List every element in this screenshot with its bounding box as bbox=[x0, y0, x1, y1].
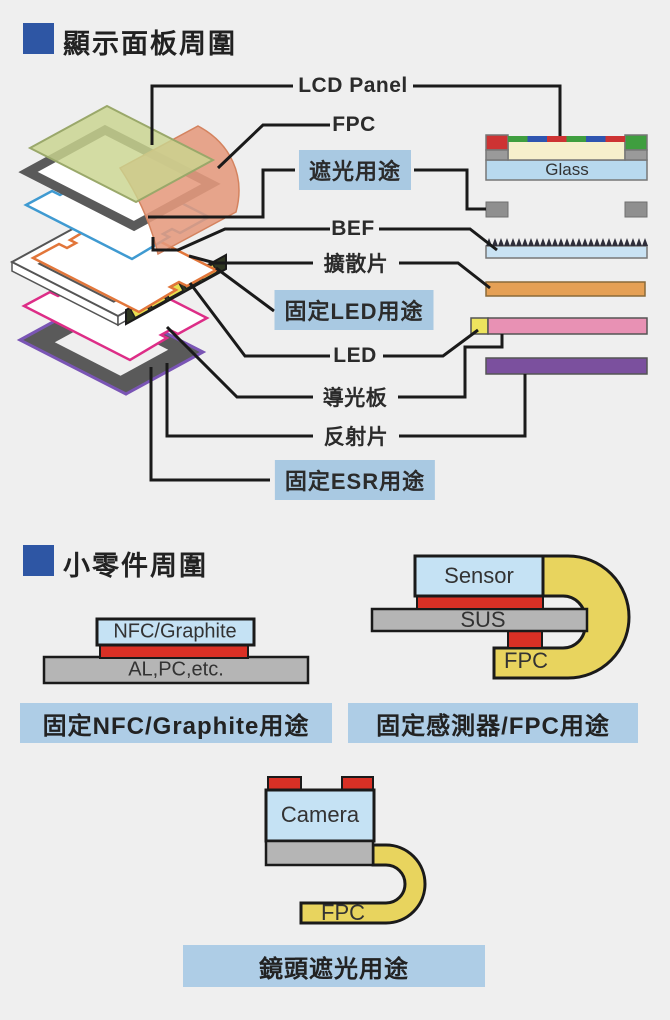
camera-diagram bbox=[264, 776, 427, 925]
label-sensor-fpc: FPC bbox=[504, 648, 548, 673]
bef-bar bbox=[485, 238, 648, 259]
section-parts-title: 小零件周圍 bbox=[63, 551, 208, 581]
shading-tape-pieces bbox=[485, 201, 648, 218]
label-nfc-graphite: NFC/Graphite bbox=[113, 620, 237, 643]
label-fpc: FPC bbox=[332, 113, 376, 136]
label-led-fix-use: 固定LED用途 bbox=[274, 290, 434, 330]
reflector-bar bbox=[485, 357, 648, 375]
label-led: LED bbox=[333, 344, 377, 367]
section-parts-marker bbox=[23, 545, 54, 576]
label-shading-use: 遮光用途 bbox=[298, 150, 412, 190]
label-camera: Camera bbox=[280, 802, 360, 827]
label-bef: BEF bbox=[331, 217, 375, 240]
section-display-title: 顯示面板周圍 bbox=[63, 29, 237, 59]
nfc-diagram bbox=[42, 617, 310, 685]
connector-lines bbox=[148, 84, 562, 482]
exploded-stack bbox=[9, 104, 240, 396]
light-guide-bar bbox=[470, 317, 648, 335]
label-reflector: 反射片 bbox=[323, 426, 389, 449]
section-display-marker bbox=[23, 23, 54, 54]
color-filter-strip bbox=[508, 136, 625, 142]
camera-fpc-shape bbox=[299, 843, 427, 925]
lcd-cross-section bbox=[485, 134, 648, 181]
caption-sensor: 固定感測器/FPC用途 bbox=[348, 703, 638, 743]
diffuser-layer bbox=[30, 214, 219, 314]
label-lcd-panel: LCD Panel bbox=[298, 74, 408, 97]
caption-camera: 鏡頭遮光用途 bbox=[183, 945, 485, 987]
caption-nfc: 固定NFC/Graphite用途 bbox=[20, 703, 332, 743]
label-diffuser: 擴散片 bbox=[323, 253, 389, 276]
lcd-panel-layer bbox=[27, 104, 216, 204]
label-sus: SUS bbox=[460, 607, 506, 632]
label-esr-fix-use: 固定ESR用途 bbox=[274, 460, 436, 500]
label-glass: Glass bbox=[545, 160, 589, 179]
label-al-pc-etc: AL,PC,etc. bbox=[128, 658, 224, 681]
diffuser-bar bbox=[485, 281, 646, 297]
label-light-guide: 導光板 bbox=[322, 387, 388, 410]
label-camera-fpc: FPC bbox=[321, 900, 365, 925]
label-sensor: Sensor bbox=[444, 563, 514, 588]
sensor-diagram bbox=[370, 554, 631, 680]
